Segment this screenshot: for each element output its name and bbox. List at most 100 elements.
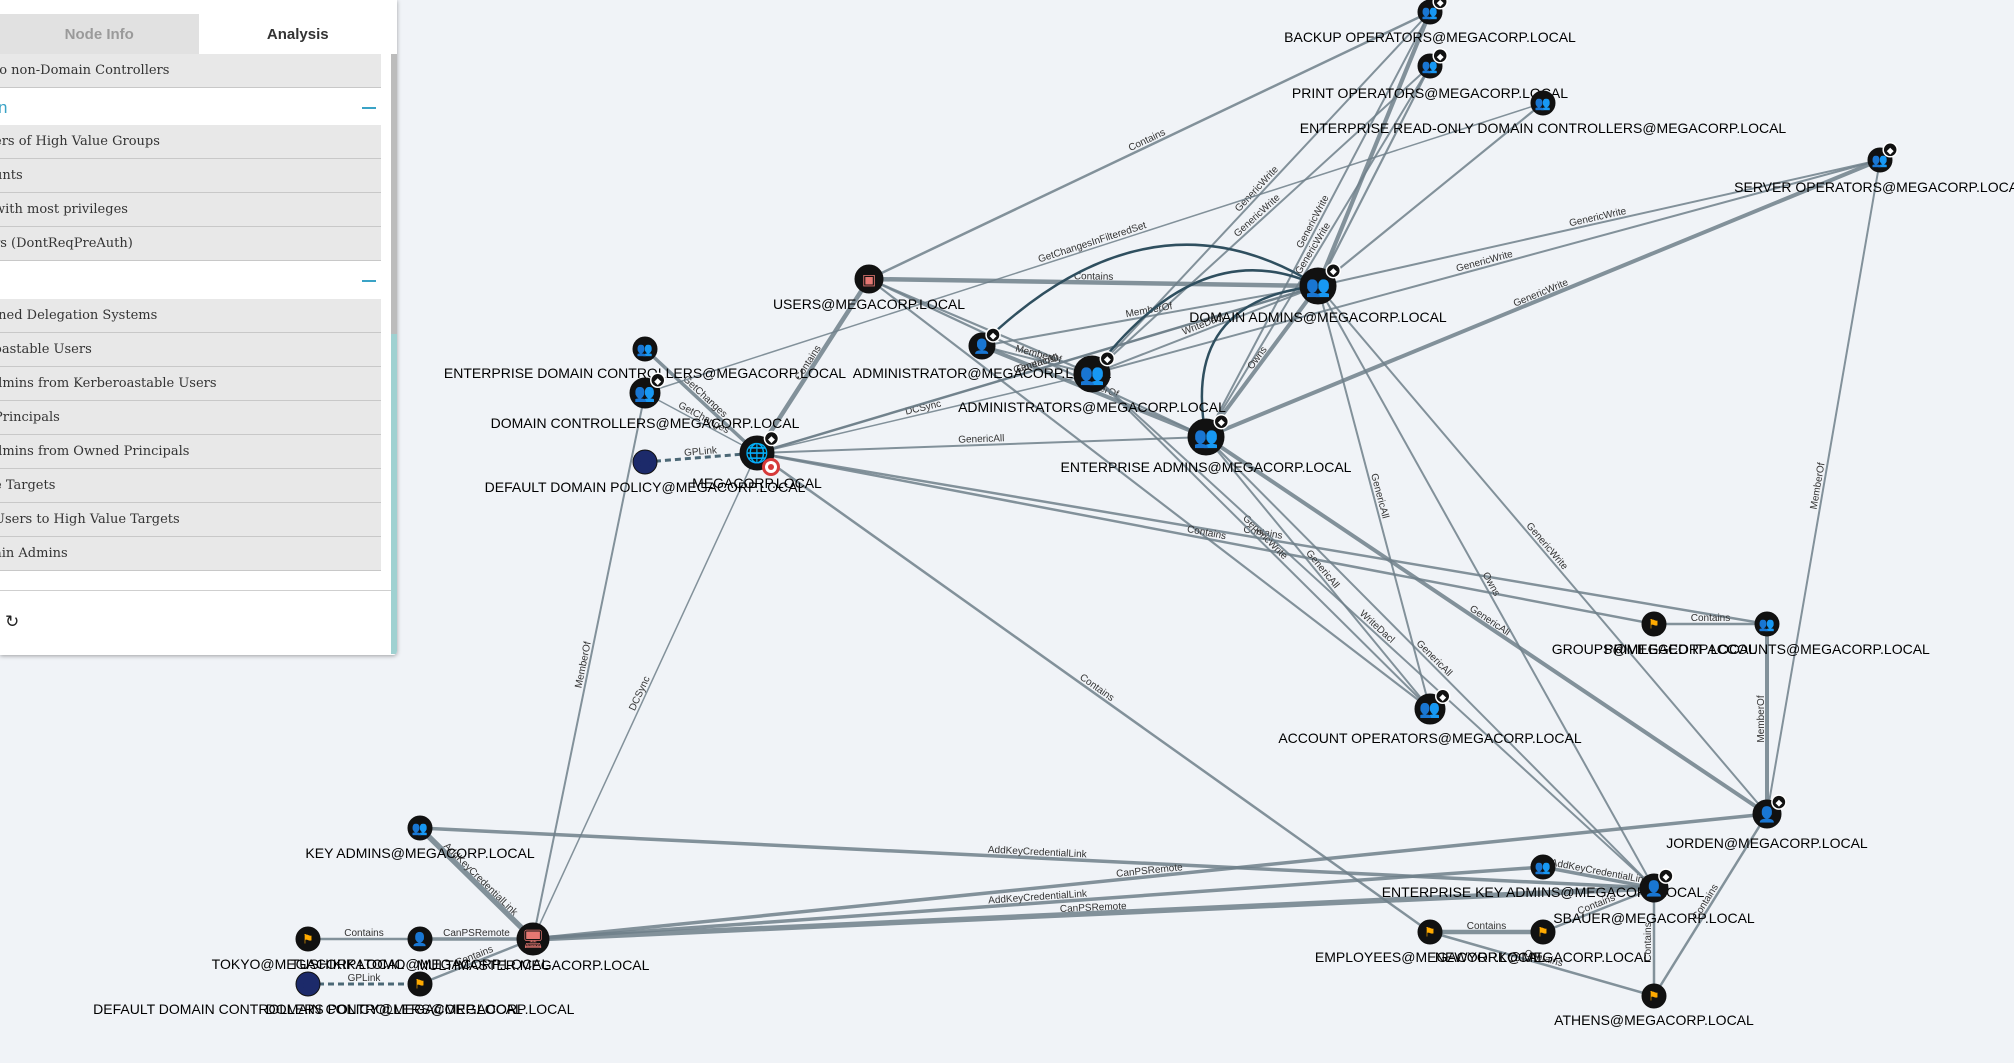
edge-line[interactable] [756,451,1768,626]
edge-arc[interactable] [979,243,1319,347]
node-default-dc-policy[interactable]: ☰DEFAULT DOMAIN CONTROLLERS POLICY@MEGAC… [93,971,523,1017]
edge-jorden-multimaster[interactable]: CanPSRemote [532,812,1768,941]
edge-arc[interactable] [1091,269,1319,375]
query-item[interactable]: ain Admins [0,537,381,571]
edge-line[interactable] [1091,159,1881,375]
node-server-operators[interactable]: 👥◆SERVER OPERATORS@MEGACORP.LOCAL [1734,142,2014,195]
node-domain-admins[interactable]: 👥◆DOMAIN ADMINS@MEGACORP.LOCAL [1189,262,1447,325]
node-backup-operators[interactable]: 👥◆BACKUP OPERATORS@MEGACORP.LOCAL [1284,0,1576,45]
query-item[interactable]: to non-Domain Controllers [0,54,381,88]
edge-arc[interactable] [1200,284,1319,438]
edge-domain_admins-print_operators[interactable] [1317,65,1431,287]
edge-line[interactable] [532,392,646,940]
edge-line[interactable] [1205,436,1655,889]
node-circle[interactable] [1530,90,1556,116]
node-enterprise-admins[interactable]: 👥◆ENTERPRISE ADMINS@MEGACORP.LOCAL [1061,413,1352,475]
edge-line[interactable] [1317,285,1768,815]
edge-groups-privileged_it_accounts[interactable]: Contains [1654,613,1767,626]
node-circle[interactable] [295,971,321,997]
edge-line[interactable] [1652,813,1769,997]
edge-sbauer-multimaster[interactable]: CanPSRemote [532,885,1655,942]
edge-line[interactable] [532,812,1768,941]
edge-line[interactable] [644,451,758,464]
edge-line[interactable] [1205,11,1431,438]
scrollbar-track[interactable] [391,54,397,654]
edge-employees-newyork[interactable]: Contains [1430,921,1543,935]
tab-node-info[interactable]: Node Info [0,14,199,54]
edge-line[interactable] [868,278,1207,438]
node-administrator[interactable]: 👤◆ADMINISTRATOR@MEGACORP.LOCAL [853,327,1112,381]
edge-line[interactable] [1542,886,1655,934]
query-item[interactable]: unts [0,159,381,193]
node-circle[interactable] [632,449,658,475]
edge-enterprise_key_admins-multimaster[interactable]: AddKeyCredentialLink [532,865,1544,941]
node-circle[interactable] [407,926,433,952]
edge-users-account_operators[interactable] [868,278,1431,710]
node-privileged-it-accounts[interactable]: 👥PRIVILEGED IT ACCOUNTS@MEGACORP.LOCAL [1604,611,1930,657]
edge-domain_controllers-enterprise_ro_dc[interactable]: GetChangesInFilteredSet [644,102,1544,394]
node-circle[interactable] [1299,267,1337,305]
node-enterprise-dc[interactable]: 👥ENTERPRISE DOMAIN CONTROLLERS@MEGACORP.… [444,336,846,381]
node-athens[interactable]: ⚑ATHENS@MEGACORP.LOCAL [1554,983,1754,1028]
edge-line[interactable] [643,347,759,455]
edge-line[interactable] [1317,102,1544,287]
edge-administrators-account_operators[interactable]: GenericWrite [1091,373,1431,710]
edge-line[interactable] [756,436,1207,454]
edge-line[interactable] [756,451,1431,934]
edge-administrators-sbauer[interactable]: WriteDacl [1091,373,1655,889]
edge-line[interactable] [419,826,1655,890]
edge-users-administrators[interactable] [868,277,1093,376]
edge-line[interactable] [419,937,534,986]
edge-line[interactable] [532,865,1544,941]
node-circle[interactable] [1754,611,1780,637]
query-item[interactable]: Users to High Value Targets [0,503,381,537]
edge-line[interactable] [1091,373,1655,889]
node-circle[interactable] [1073,355,1111,393]
query-item[interactable]: dmins from Kerberoastable Users [0,367,381,401]
node-employees[interactable]: ⚑EMPLOYEES@MEGACORP.LOCAL [1315,919,1545,965]
edge-line[interactable] [1542,865,1655,890]
collapse-icon[interactable] [362,107,376,109]
node-print-operators[interactable]: 👥◆PRINT OPERATORS@MEGACORP.LOCAL [1292,48,1568,101]
edge-default_dc_policy-domain_controllers_ou[interactable]: GPLink [308,973,420,986]
node-circle[interactable] [1641,611,1667,637]
edge-line[interactable] [755,277,871,455]
node-tushikikatomo[interactable]: 👤TUSHIKIKATOMO@MEGACORP.LOCAL [291,926,550,972]
query-item[interactable]: with most privileges [0,193,381,227]
scrollbar-thumb[interactable] [391,54,397,334]
edge-line[interactable] [644,102,1544,394]
node-enterprise-key-admins[interactable]: 👥ENTERPRISE KEY ADMINS@MEGACORP.LOCAL [1382,854,1705,900]
edge-jorden-privileged_it_accounts[interactable]: MemberOf [1756,624,1769,814]
node-circle[interactable] [1530,854,1556,880]
edge-users-backup_operators[interactable]: Contains [868,10,1431,281]
node-circle[interactable] [295,926,321,952]
edge-users-domain_admins[interactable]: Contains [868,271,1319,289]
edge-line[interactable] [756,285,1319,454]
node-default-domain-policy[interactable]: ☰DEFAULT DOMAIN POLICY@MEGACORP.LOCAL [485,449,806,495]
collapse-icon[interactable] [362,280,376,282]
edge-line[interactable] [1766,159,1881,815]
edge-line[interactable] [868,10,1431,281]
node-circle[interactable] [632,336,658,362]
edge-enterprise_admins-account_operators[interactable]: GenericAll [1205,436,1431,710]
node-circle[interactable] [516,922,550,956]
query-item[interactable]: e Targets [0,469,381,503]
edge-enterprise_admins-megacorp[interactable]: GenericAll [756,433,1207,454]
edge-line[interactable] [1317,65,1431,287]
node-key-admins[interactable]: 👥KEY ADMINS@MEGACORP.LOCAL [305,815,535,861]
edge-line[interactable] [418,826,535,941]
edge-athens-sbauer[interactable]: Contains [1643,888,1656,996]
node-multimaster[interactable]: 🖥MULTIMASTER.MEGACORP.LOCAL [417,922,650,973]
query-item[interactable]: ined Delegation Systems [0,299,381,333]
edge-line[interactable] [1091,373,1431,710]
edge-line[interactable] [1429,930,1655,998]
edge-line[interactable] [1205,436,1431,710]
edge-key_admins-sbauer[interactable]: AddKeyCredentialLink [419,826,1655,890]
edge-default_domain_policy-megacorp[interactable]: GPLink [644,445,758,464]
edge-line[interactable] [1316,11,1432,287]
edge-line[interactable] [1205,158,1881,439]
edge-megacorp-privileged_it_accounts[interactable]: Contains [756,451,1768,626]
node-domain-controllers[interactable]: 👥◆DOMAIN CONTROLLERS@MEGACORP.LOCAL [491,372,800,431]
edge-line[interactable] [1204,284,1320,439]
